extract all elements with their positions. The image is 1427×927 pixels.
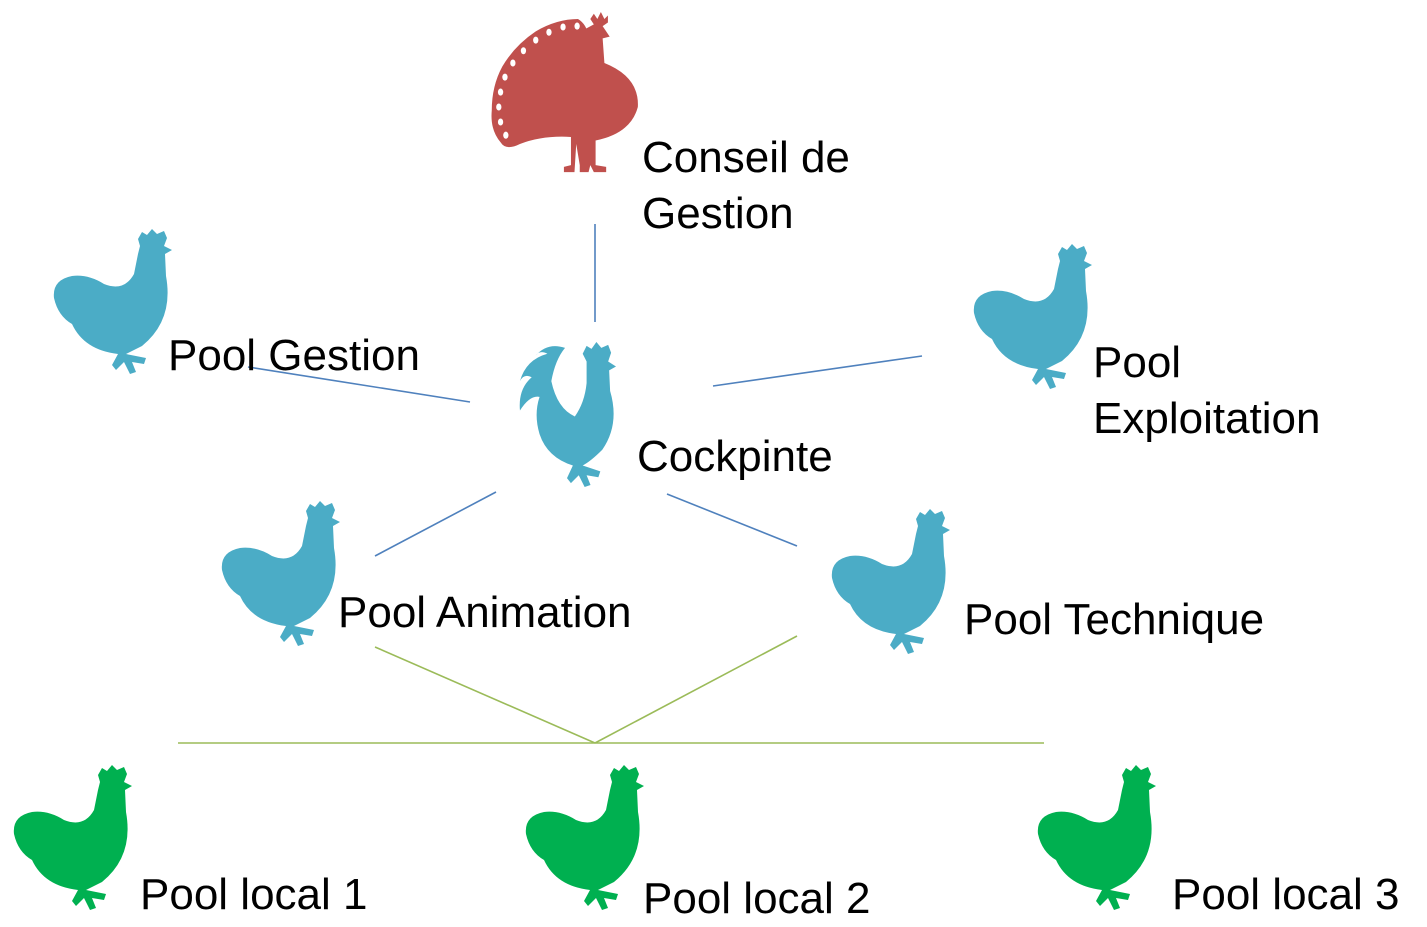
hen-icon [831,509,950,654]
hen-icon [53,229,173,374]
pool-exploitation-label-line1: Pool [1093,338,1182,387]
conseil-label-line2: Gestion [642,189,794,238]
pool-local-3-label: Pool local 3 [1172,870,1400,919]
pool-animation-label: Pool Animation [338,588,632,637]
hen-icon [525,765,644,910]
connector-cockpinte-exploitation [712,355,923,387]
connector-cockpinte-animation [374,491,497,557]
pool-local-1-label: Pool local 1 [140,870,368,919]
hen-icon [973,244,1092,389]
peacock-icon [491,12,638,173]
pool-technique-label: Pool Technique [964,595,1265,644]
conseil-label-line1: Conseil de [642,133,850,182]
cockpinte-label: Cockpinte [637,432,833,481]
hen-icon [1037,765,1156,910]
rooster-icon [519,341,616,487]
hen-icon [13,765,132,910]
connector-technique-hub [594,635,798,744]
pool-exploitation-label-line2: Exploitation [1093,394,1321,443]
connector-gestion-cockpinte [247,366,471,403]
pool-gestion-label: Pool Gestion [168,331,420,380]
hen-icon [221,501,340,646]
pool-local-2-label: Pool local 2 [643,874,871,923]
connector-animation-hub [374,646,596,744]
connector-cockpinte-technique [666,493,798,547]
